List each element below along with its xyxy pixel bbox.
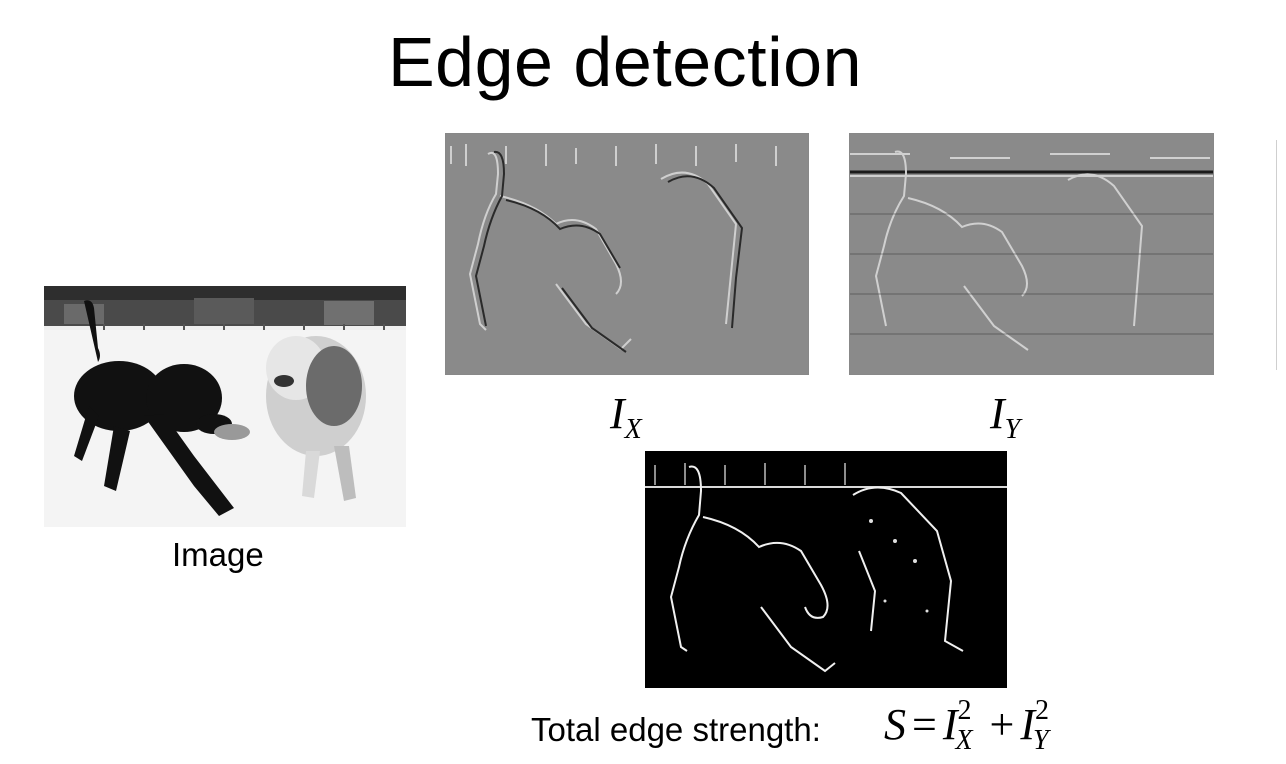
formula-eq: = (912, 700, 937, 749)
horizontal-gradient-icon (446, 134, 808, 374)
ix-gradient-image (445, 133, 809, 375)
formula-term2-base: I (1020, 700, 1035, 749)
iy-sub: Y (1004, 414, 1021, 445)
edge-strength-image (645, 451, 1007, 688)
formula-term2-sub: Y (1032, 725, 1049, 756)
vertical-gradient-icon (850, 134, 1213, 374)
iy-gradient-image (849, 133, 1214, 375)
formula-term1-sup: 2 (957, 695, 972, 726)
image-label: Image (172, 536, 264, 573)
slide-edge-divider (1276, 140, 1277, 370)
ix-label: IX (610, 392, 642, 444)
formula-term1-base: I (942, 700, 958, 749)
iy-label: IY (990, 392, 1020, 444)
formula-lhs: S (884, 700, 906, 749)
total-edge-strength-label: Total edge strength: (531, 711, 821, 748)
formula-term2-sup: 2 (1034, 695, 1049, 726)
slide-title: Edge detection (387, 23, 863, 101)
original-image (44, 286, 406, 527)
formula-term1-sub: X (955, 725, 973, 756)
iy-base: I (990, 389, 1005, 438)
ix-sub: X (624, 414, 642, 445)
photo-dogs-icon (44, 286, 406, 527)
formula-plus: + (989, 700, 1015, 749)
ix-base: I (610, 389, 625, 438)
edge-strength-icon (645, 451, 1007, 688)
